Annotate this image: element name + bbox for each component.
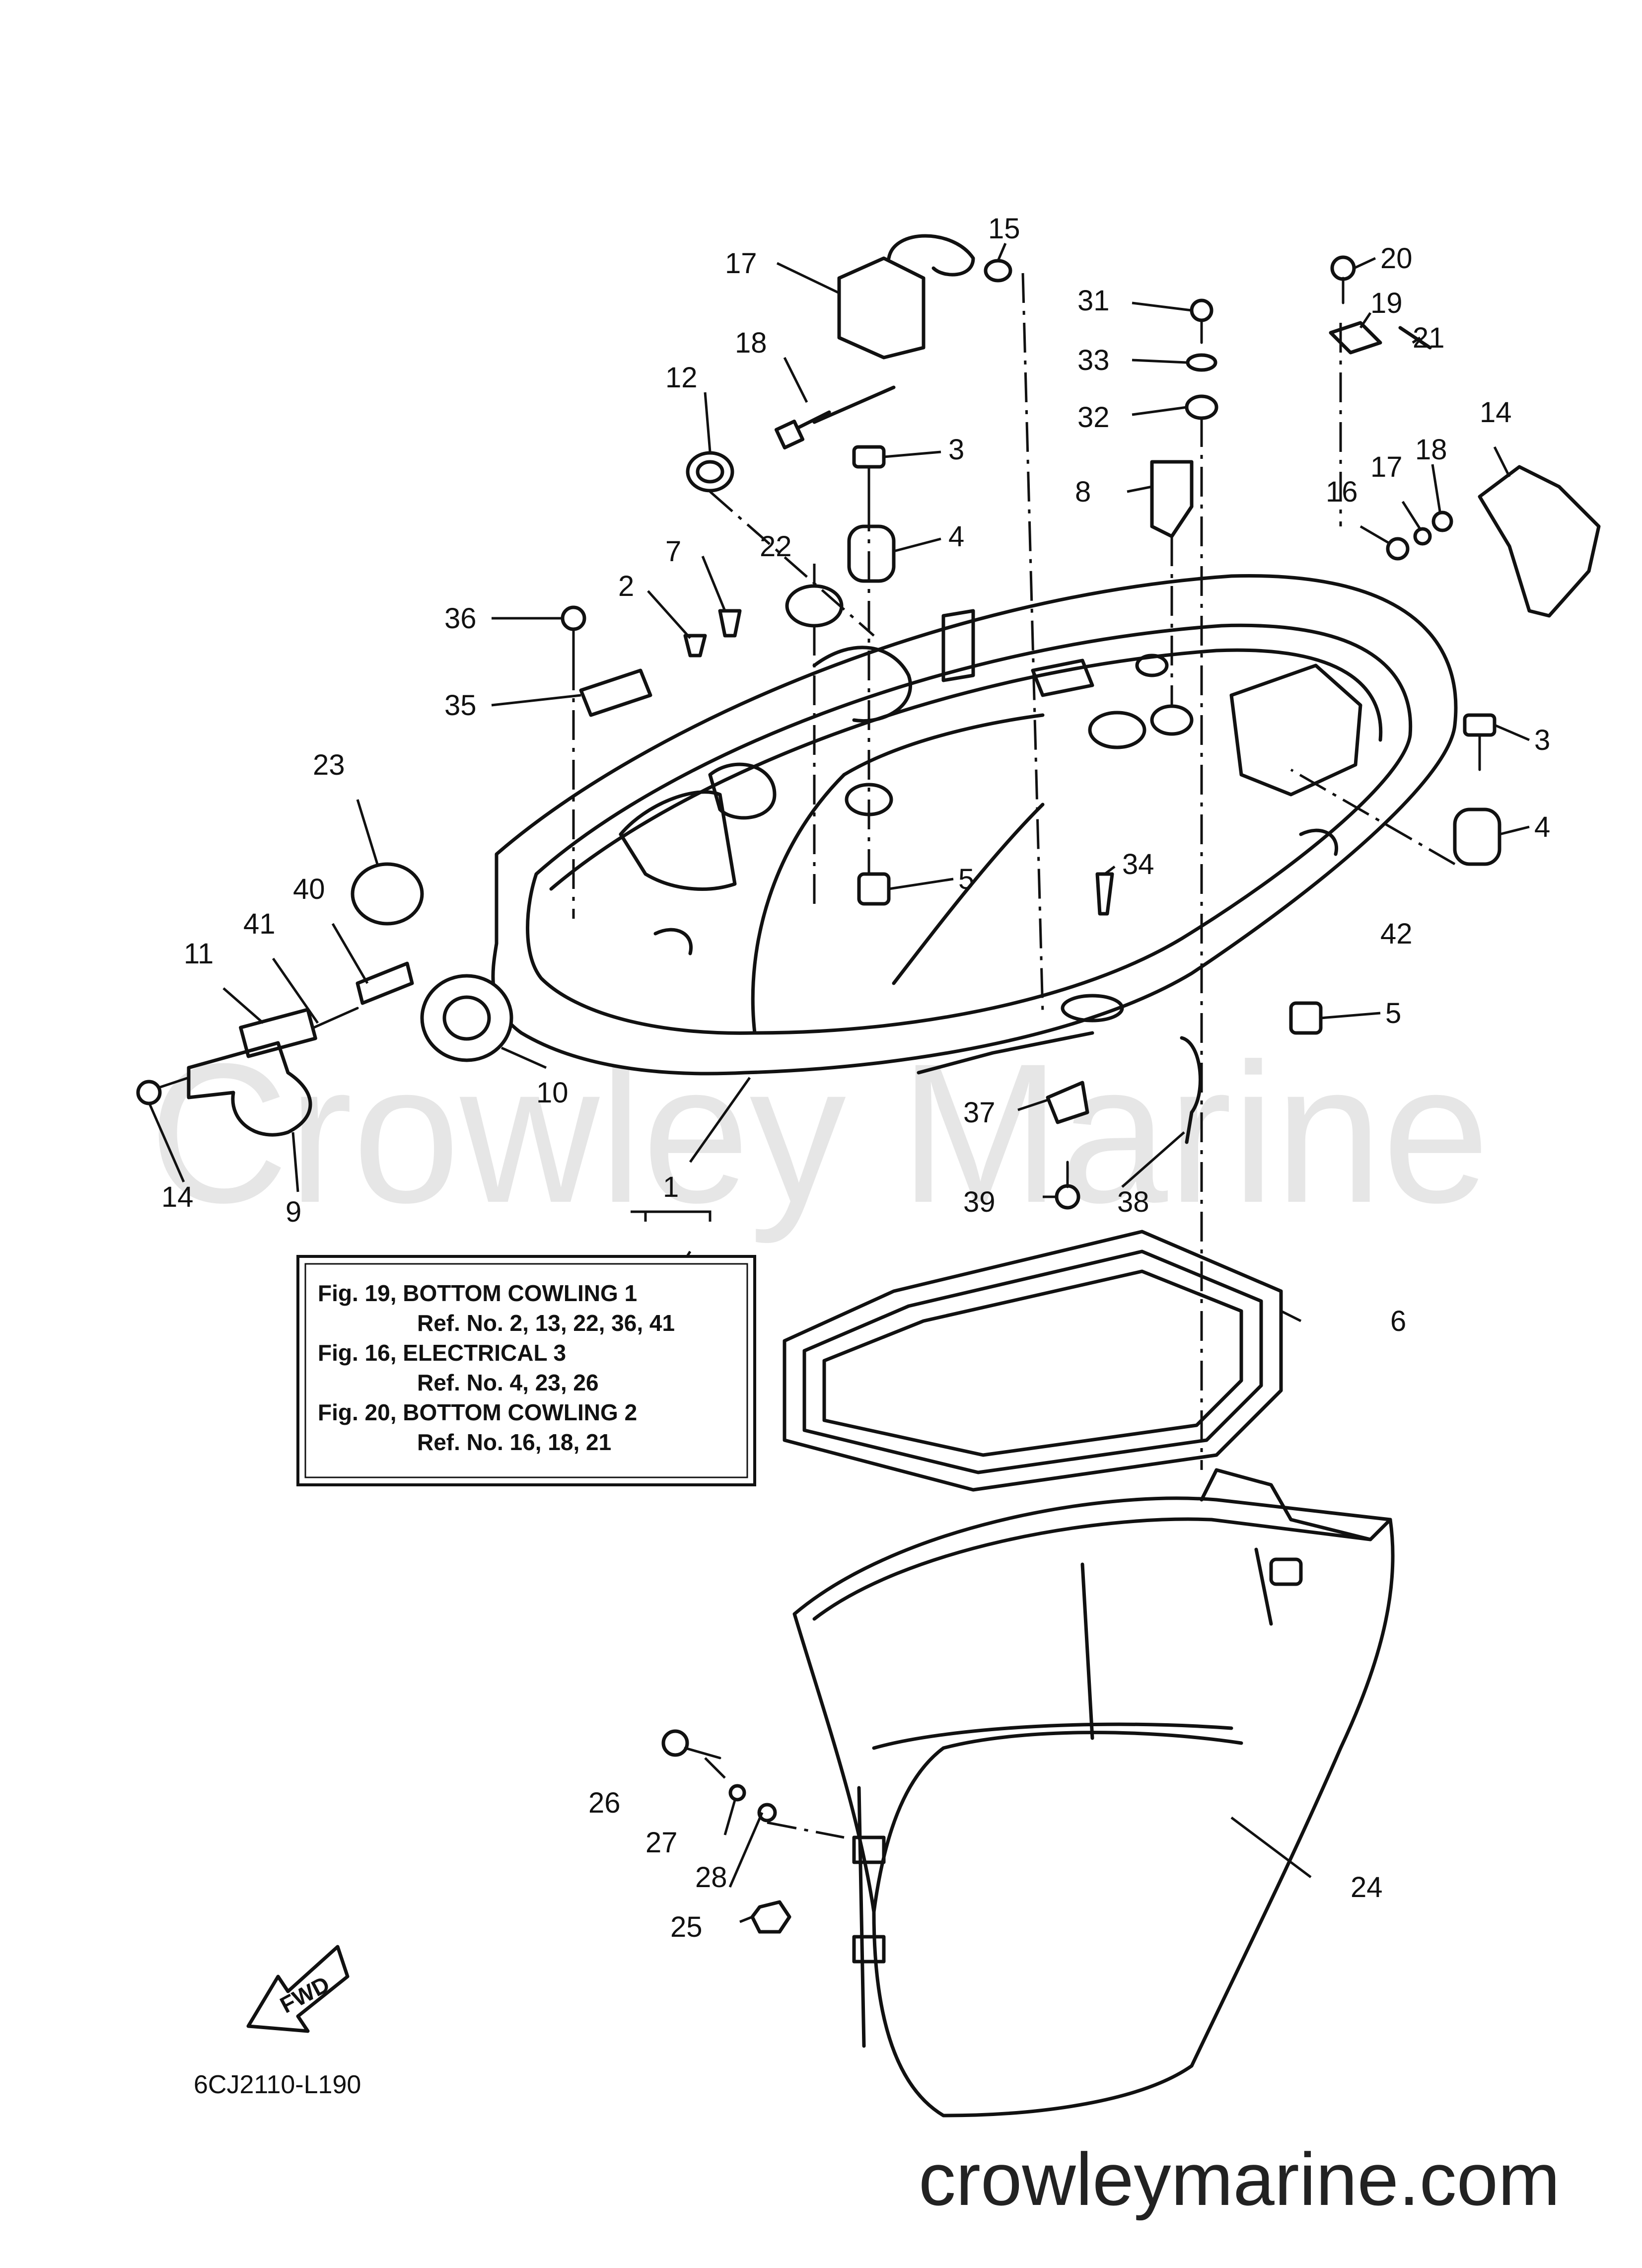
ref-line-2: Ref. No. 2, 13, 22, 36, 41 [417, 1310, 675, 1336]
callout-30: 28 [695, 1861, 727, 1894]
callout-3b: 3 [1534, 724, 1550, 756]
callout-18: 18 [1415, 434, 1447, 466]
seal-gasket-part [783, 1230, 1283, 1492]
ref-line-3: Fig. 16, ELECTRICAL 3 [318, 1340, 566, 1366]
callout-4b: 4 [1534, 811, 1550, 843]
callout-6: 6 [1390, 1305, 1406, 1337]
callout-39: 39 [963, 1186, 996, 1218]
callout-13: 14 [161, 1181, 194, 1213]
callout-8: 8 [1075, 476, 1091, 508]
callout-2: 2 [618, 570, 634, 602]
callout-20: 18 [735, 327, 767, 359]
callout-labels: 17 15 18 12 3 4 7 22 2 36 35 23 40 41 11… [161, 213, 1550, 1943]
callout-42: 42 [1380, 918, 1413, 950]
callout-7: 7 [665, 535, 681, 568]
callout-34: 34 [1122, 848, 1154, 880]
ref-line-1: Fig. 19, BOTTOM COWLING 1 [318, 1280, 637, 1306]
ref-line-4: Ref. No. 4, 23, 26 [417, 1370, 599, 1395]
ref-line-6: Ref. No. 16, 18, 21 [417, 1429, 611, 1455]
callout-16: 16 [1326, 476, 1358, 508]
callout-3a: 3 [948, 434, 964, 466]
callout-15: 15 [988, 213, 1020, 245]
callout-23: 21 [1413, 322, 1445, 354]
callout-27: 25 [670, 1911, 703, 1943]
callout-38: 38 [1117, 1186, 1149, 1218]
ref-line-5: Fig. 20, BOTTOM COWLING 2 [318, 1399, 637, 1425]
callout-5b: 5 [1385, 997, 1401, 1029]
callout-35: 35 [444, 689, 477, 722]
callout-36: 36 [444, 602, 477, 635]
drawing-code: 6CJ2110-L190 [194, 2070, 361, 2099]
callout-10: 10 [536, 1077, 569, 1109]
bottom-cowling-part [491, 574, 1458, 1076]
fasteners-group [136, 234, 1601, 1934]
callout-21: 19 [1370, 287, 1403, 319]
apron-part [792, 1468, 1395, 2118]
callout-14: 14 [1480, 396, 1512, 429]
alignment-lines [572, 273, 1456, 1839]
callout-24: 22 [760, 530, 792, 563]
callout-5a: 5 [958, 863, 974, 895]
callout-32: 32 [1077, 401, 1110, 434]
callout-28: 26 [588, 1787, 621, 1819]
callout-22: 20 [1380, 242, 1413, 275]
callout-31: 31 [1077, 285, 1110, 317]
callout-37: 37 [963, 1097, 996, 1129]
callout-41: 41 [243, 908, 276, 940]
callout-17: 17 [1370, 451, 1403, 483]
fwd-arrow-icon: FWD [246, 1945, 350, 2033]
callout-26: 24 [1351, 1871, 1383, 1903]
callout-1: 1 [663, 1171, 679, 1203]
callout-25: 23 [313, 749, 345, 781]
callout-19: 17 [725, 247, 757, 280]
website-text: crowleymarine.com [919, 2137, 1560, 2221]
reference-box: Fig. 19, BOTTOM COWLING 1 Ref. No. 2, 13… [296, 1255, 756, 1486]
callout-33: 33 [1077, 344, 1110, 376]
callout-4a: 4 [948, 520, 964, 553]
callout-9: 9 [286, 1196, 301, 1228]
callout-29: 27 [645, 1827, 678, 1859]
callout-40: 40 [293, 873, 325, 905]
callout-12: 11 [184, 938, 214, 970]
leader-lines [147, 243, 1530, 1923]
callout-11: 12 [665, 362, 698, 394]
